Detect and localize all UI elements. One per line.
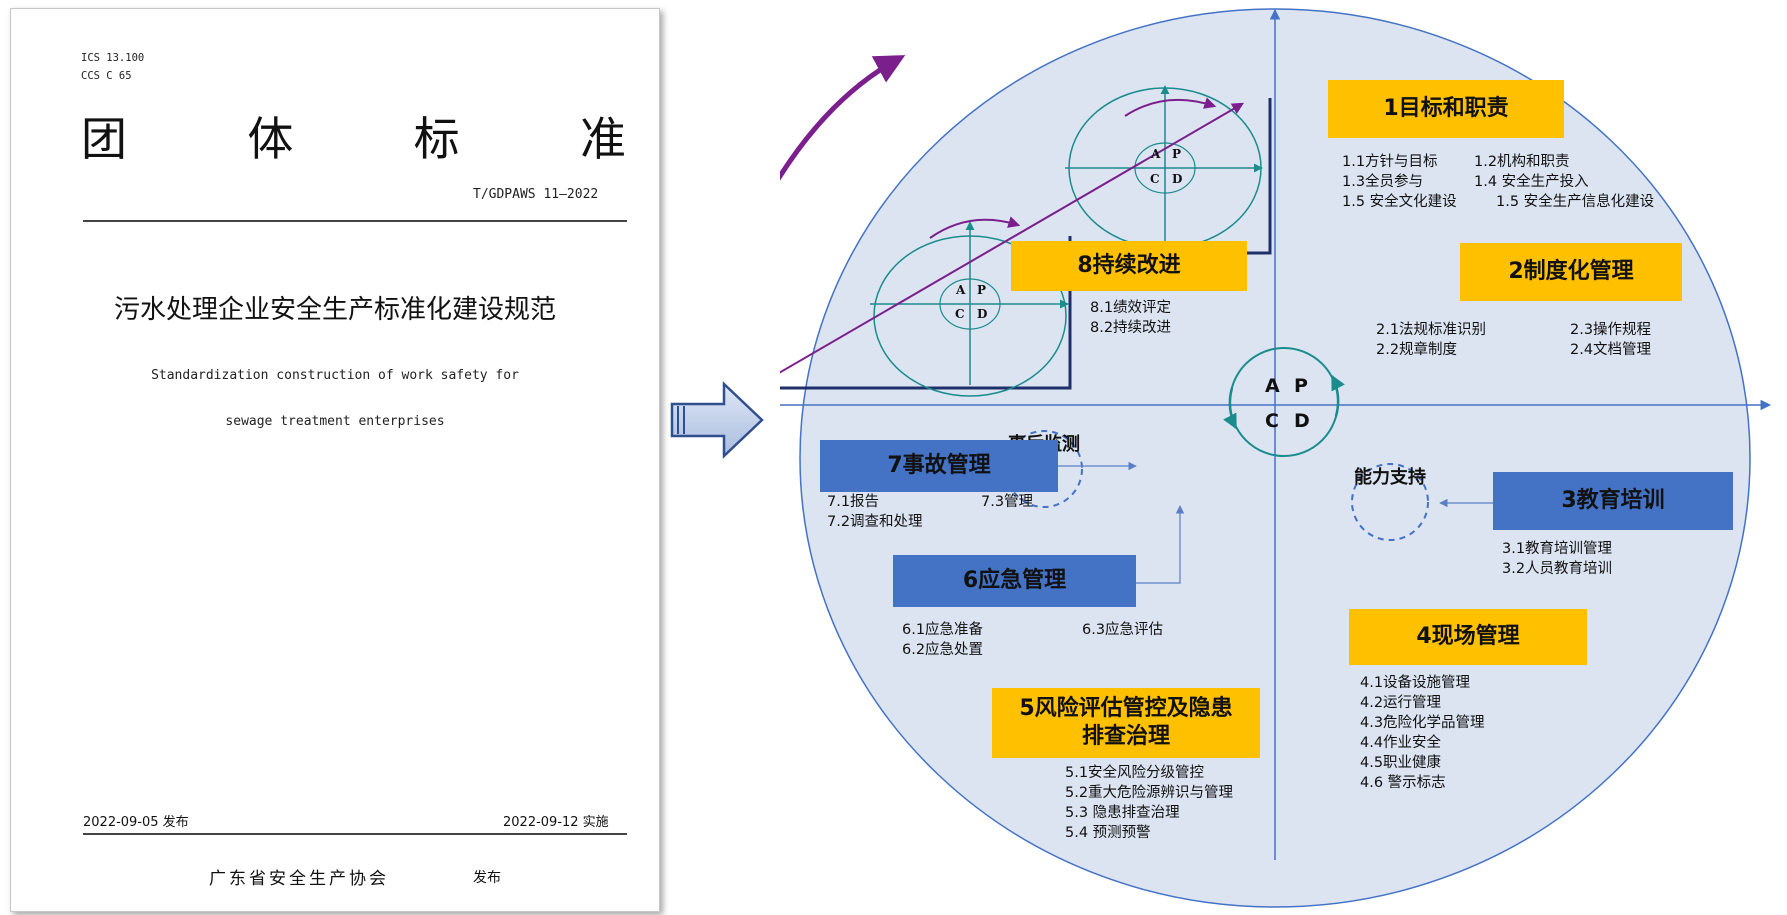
pdca-p: P — [1294, 375, 1308, 397]
list-item: 7.3管理 — [981, 494, 1034, 510]
list-item: 6.3应急评估 — [1082, 622, 1164, 638]
element-4-items: 4.1设备设施管理 4.2运行管理 4.3危险化学品管理 4.4作业安全 4.5… — [1360, 673, 1485, 793]
pdca-c: C — [1265, 410, 1279, 432]
small-pdca-a: A — [1151, 147, 1161, 161]
element-5-box: 5风险评估管控及隐患 排查治理 — [992, 688, 1260, 758]
element-3-items: 3.1教育培训管理 3.2人员教育培训 — [1502, 539, 1612, 579]
small-pdca-d: D — [977, 307, 988, 321]
element-1-items-col2: 1.2机构和职责 1.4 安全生产投入 1.5 安全生产信息化建设 — [1474, 152, 1654, 212]
list-item: 4.5职业健康 — [1360, 755, 1442, 771]
list-item: 4.1设备设施管理 — [1360, 675, 1471, 691]
element-8-items: 8.1绩效评定 8.2持续改进 — [1090, 298, 1171, 338]
element-2-box: 2制度化管理 — [1460, 243, 1682, 301]
improvement-diagonal — [780, 102, 1245, 374]
upward-sweep-arrow — [780, 55, 906, 181]
element-2-items: 2.1法规标准识别 2.2规章制度 — [1376, 320, 1486, 360]
implement-date: 2022-09-12 实施 — [503, 815, 609, 830]
element-4-box: 4现场管理 — [1349, 609, 1587, 665]
list-item: 2.4文档管理 — [1570, 342, 1652, 358]
english-title-line: sewage treatment enterprises — [225, 414, 445, 429]
pdca-a: A — [1265, 375, 1280, 397]
element-7-box: 7事故管理 — [820, 440, 1058, 492]
chinese-title: 污水处理企业安全生产标准化建设规范 — [113, 295, 556, 325]
standard-document-cover: ICS 13.100 CCS C 65 团 体 标 准 T/GDPAWS 11—… — [10, 8, 660, 912]
heading-char: 标 — [413, 112, 460, 166]
element-2-items-col2: 2.3操作规程 2.4文档管理 — [1570, 320, 1651, 360]
list-item: 7.1报告 — [827, 494, 880, 510]
list-item: 5.3 隐患排查治理 — [1065, 805, 1180, 821]
element-7-items: 7.1报告 7.2调查和处理 — [827, 492, 923, 532]
list-item: 1.5 安全文化建设 — [1342, 194, 1457, 210]
publisher-word: 发布 — [473, 870, 501, 886]
list-item: 8.1绩效评定 — [1090, 300, 1172, 316]
list-item: 4.3危险化学品管理 — [1360, 715, 1485, 731]
list-item: 2.3操作规程 — [1570, 322, 1652, 338]
element-6-items: 6.1应急准备 6.2应急处置 — [902, 620, 983, 660]
list-item: 2.1法规标准识别 — [1376, 322, 1487, 338]
element-1-items: 1.1方针与目标 1.3全员参与 1.5 安全文化建设 — [1342, 152, 1457, 212]
list-item: 5.4 预测预警 — [1065, 825, 1151, 841]
monitor-circle — [1005, 430, 1083, 508]
ics-code: ICS 13.100 — [81, 52, 145, 64]
right-arrow-icon — [670, 381, 764, 459]
list-item: 1.2机构和职责 — [1474, 154, 1570, 170]
standard-number: T/GDPAWS 11—2022 — [473, 187, 599, 202]
small-pdca-d: D — [1172, 172, 1183, 186]
heading-char: 团 — [81, 112, 127, 166]
list-item: 7.2调查和处理 — [827, 514, 923, 530]
element-5-title-line: 排查治理 — [1081, 724, 1170, 749]
publish-date: 2022-09-05 发布 — [83, 815, 189, 830]
list-item: 8.2持续改进 — [1090, 320, 1172, 336]
small-pdca-c: C — [955, 307, 965, 321]
publisher-name: 广东省安全生产协会 — [209, 869, 389, 889]
element-6-items-col2: 6.3应急评估 — [1082, 620, 1163, 640]
list-item: 3.2人员教育培训 — [1502, 561, 1613, 577]
list-item: 2.2规章制度 — [1376, 342, 1458, 358]
english-title: Standardization construction of work saf… — [11, 341, 659, 456]
small-pdca-p: P — [1172, 147, 1182, 161]
list-item: 5.2重大危险源辨识与管理 — [1065, 785, 1234, 801]
ccs-code: CCS C 65 — [81, 70, 132, 82]
element-6-box: 6应急管理 — [893, 555, 1136, 607]
english-title-line: Standardization construction of work saf… — [151, 368, 519, 383]
list-item: 5.1安全风险分级管控 — [1065, 765, 1205, 781]
footer-divider — [83, 833, 627, 835]
header-divider — [83, 220, 627, 222]
element-1-box: 1目标和职责 — [1328, 80, 1564, 138]
element-5-items: 5.1安全风险分级管控 5.2重大危险源辨识与管理 5.3 隐患排查治理 5.4… — [1065, 763, 1233, 843]
heading-char: 准 — [579, 112, 626, 166]
element-7-items-col2: 7.3管理 — [981, 492, 1033, 512]
small-pdca-c: C — [1150, 172, 1160, 186]
element-8-box: 8持续改进 — [1011, 241, 1247, 291]
list-item: 1.1方针与目标 — [1342, 154, 1438, 170]
list-item: 4.6 警示标志 — [1360, 775, 1446, 791]
element-3-box: 3教育培训 — [1493, 472, 1733, 530]
list-item: 4.4作业安全 — [1360, 735, 1442, 751]
list-item: 6.1应急准备 — [902, 622, 984, 638]
safety-standardization-diagram: A P C D A P C D A P C D 事后监测 能力支持 1目标和职责… — [780, 0, 1787, 915]
list-item: 6.2应急处置 — [902, 642, 984, 658]
list-item: 1.5 安全生产信息化建设 — [1496, 194, 1655, 210]
capability-label: 能力支持 — [1354, 467, 1426, 488]
list-item: 1.4 安全生产投入 — [1474, 174, 1589, 190]
list-item: 1.3全员参与 — [1342, 174, 1424, 190]
list-item: 3.1教育培训管理 — [1502, 541, 1613, 557]
group-standard-heading: 团 体 标 准 — [81, 111, 626, 167]
capability-circle — [1351, 463, 1429, 541]
small-pdca-p: P — [977, 283, 987, 297]
heading-char: 体 — [247, 112, 294, 166]
pdca-d: D — [1294, 410, 1310, 432]
small-pdca-a: A — [956, 283, 966, 297]
list-item: 4.2运行管理 — [1360, 695, 1442, 711]
element-5-title-line: 5风险评估管控及隐患 — [1019, 696, 1233, 721]
